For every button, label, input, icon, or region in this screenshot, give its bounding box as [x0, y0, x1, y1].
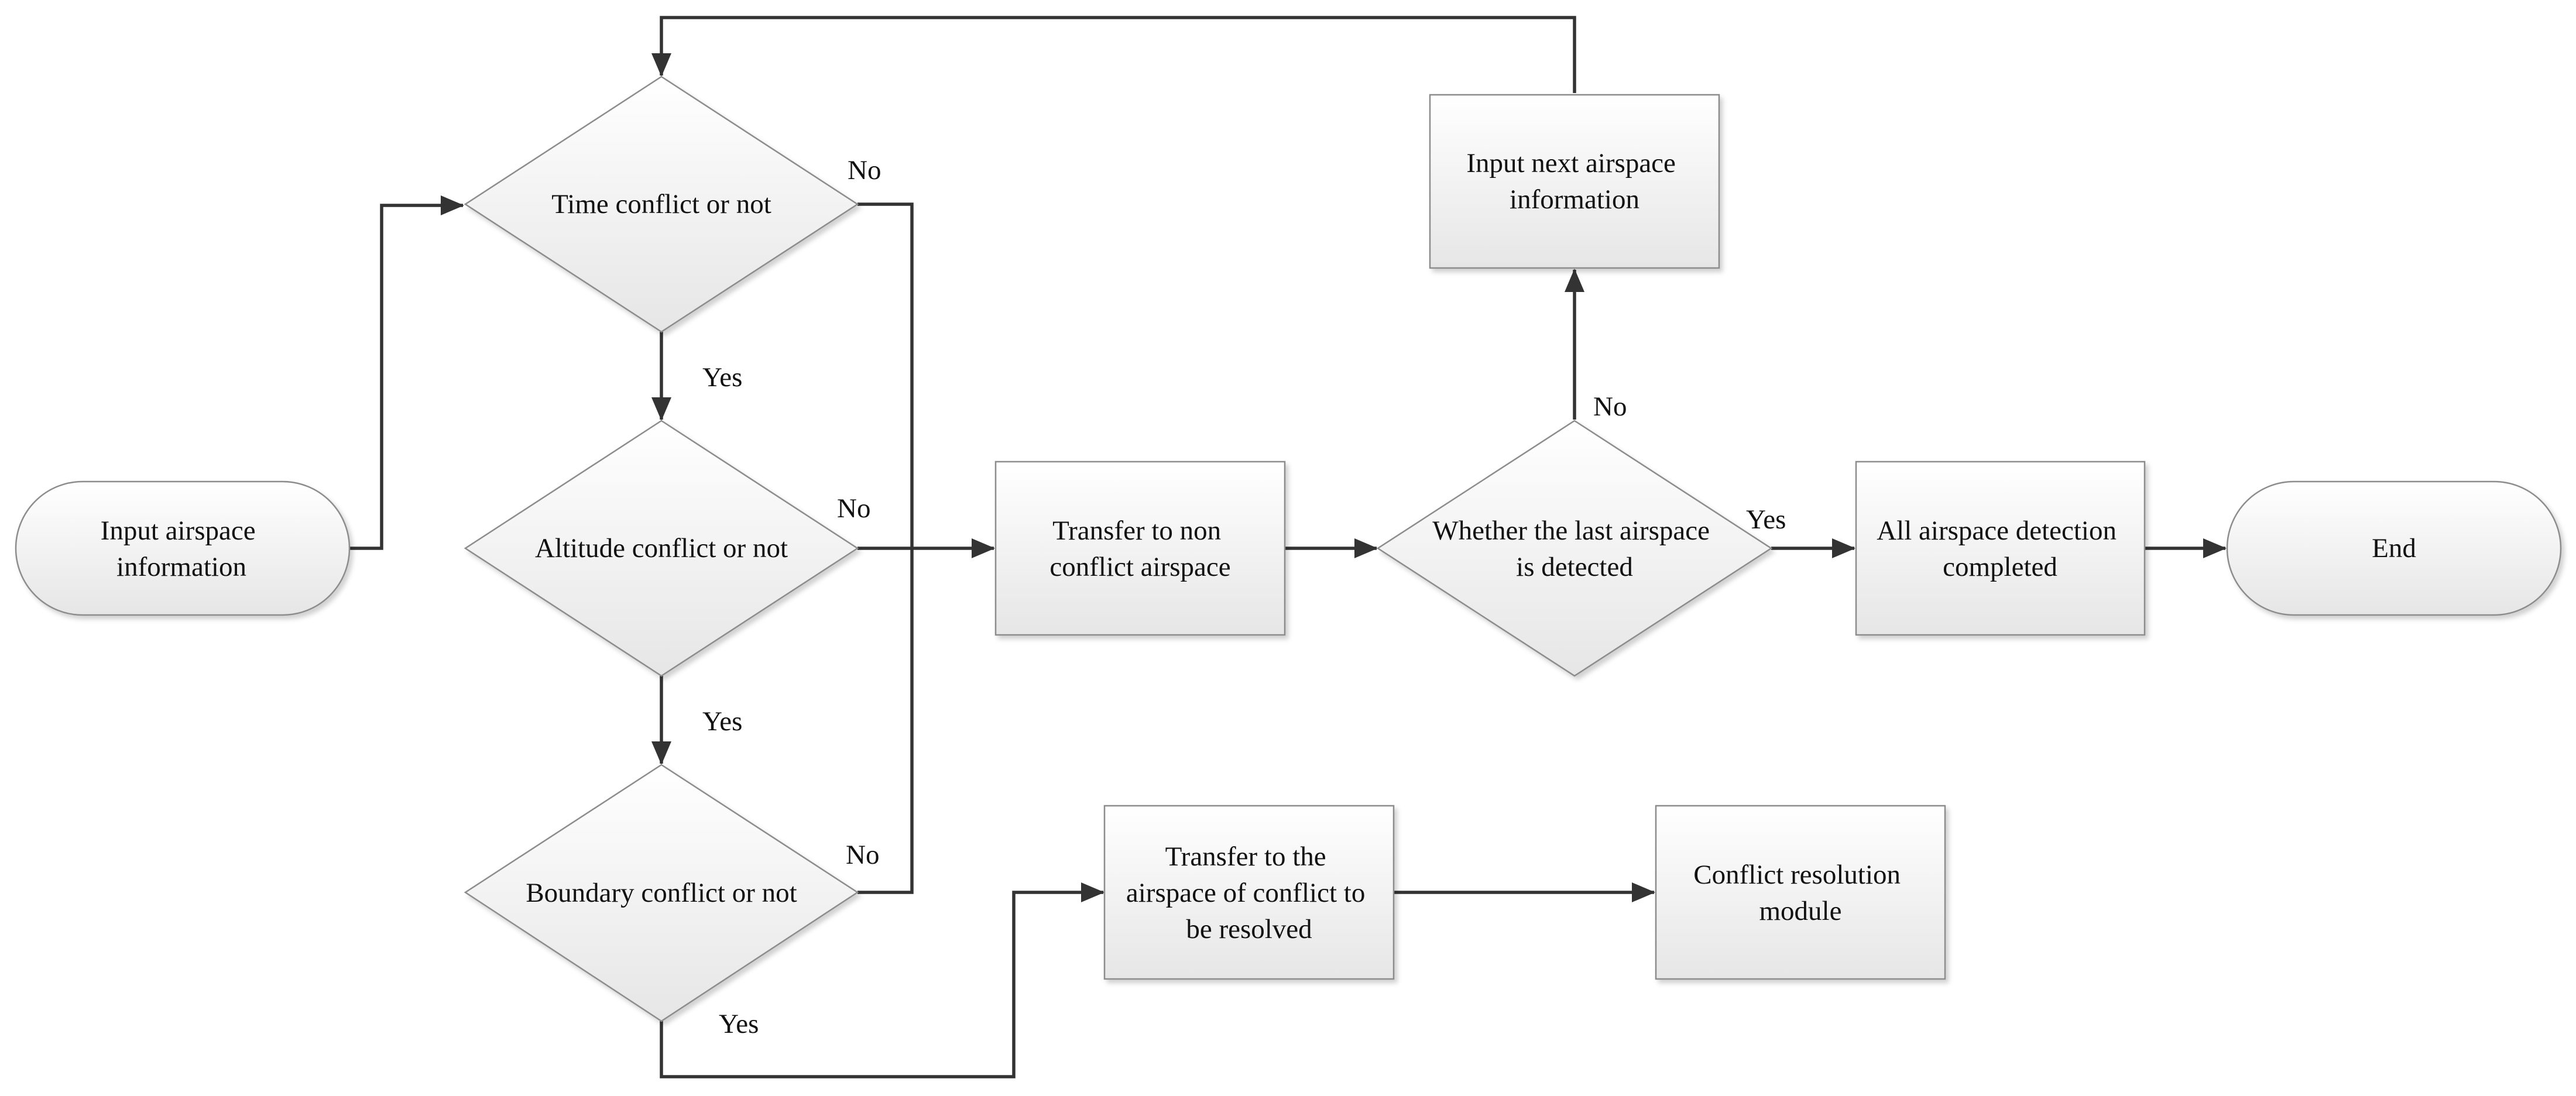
boundary-conflict-decision: Boundary conflict or not	[464, 764, 859, 1022]
next-airspace-line-1: Input next airspace	[1466, 148, 1676, 178]
resolution-module-box: Conflict resolution module	[1655, 805, 1946, 980]
all-completed-line-1: All airspace detection	[1877, 516, 2117, 546]
start-node: Input airspace information	[15, 480, 351, 616]
svg-text:Input next airspace in: Input next airspace information	[1466, 148, 1682, 215]
last-airspace-decision: Whether the last airspace is detected	[1376, 420, 1773, 677]
transfer-non-conflict-box: Transfer to non conflict airspace	[994, 461, 1286, 636]
time-conflict-label: Time conflict or not	[551, 189, 771, 219]
edge-start-to-time	[349, 195, 464, 550]
svg-text:Transfer to non confli: Transfer to non conflict airspace	[1049, 516, 1230, 582]
svg-text:Conflict resolution mo: Conflict resolution module	[1693, 860, 1908, 926]
all-completed-box: All airspace detection completed	[1855, 461, 2146, 636]
end-node-label: End	[2372, 533, 2416, 564]
transfer-conflict-line-2: airspace of conflict to	[1126, 878, 1365, 908]
altitude-conflict-decision: Altitude conflict or not	[464, 420, 859, 677]
transfer-conflict-line-3: be resolved	[1186, 914, 1312, 944]
transfer-non-conflict-line-2: conflict airspace	[1049, 552, 1230, 582]
all-completed-line-2: completed	[1943, 552, 2057, 582]
time-no-label: No	[848, 155, 881, 185]
edges	[349, 16, 2227, 1078]
altitude-no-label: No	[837, 493, 870, 524]
boundary-no-label: No	[846, 840, 879, 870]
transfer-conflict-line-1: Transfer to the	[1165, 841, 1326, 872]
last-airspace-line-2: is detected	[1516, 552, 1633, 582]
next-airspace-box: Input next airspace information	[1429, 94, 1720, 269]
start-node-line-2: information	[116, 552, 246, 582]
transfer-conflict-box: Transfer to the airspace of conflict to …	[1103, 805, 1395, 980]
edge-boundary-yes-to-transfer	[660, 882, 1105, 1078]
svg-text:Altitude conflict or not: Altitude conflict or not	[535, 533, 788, 564]
end-node: End	[2226, 480, 2562, 616]
time-yes-label: Yes	[702, 362, 742, 393]
svg-text:End: End	[2372, 533, 2416, 564]
edge-next-loop-to-time	[651, 16, 1576, 93]
boundary-conflict-label: Boundary conflict or not	[526, 878, 797, 908]
transfer-non-conflict-line-1: Transfer to non	[1052, 516, 1221, 546]
svg-text:Input airspace informa: Input airspace information	[101, 516, 263, 582]
svg-text:Boundary conflict or not: Boundary conflict or not	[526, 878, 797, 908]
resolution-module-line-2: module	[1759, 896, 1842, 926]
time-conflict-decision: Time conflict or not	[464, 75, 859, 333]
edge-labels: No Yes No Yes No Yes No Yes	[702, 155, 1786, 1039]
resolution-module-line-1: Conflict resolution	[1693, 860, 1901, 890]
last-yes-label: Yes	[1746, 504, 1786, 535]
last-no-label: No	[1593, 391, 1627, 422]
start-node-line-1: Input airspace	[101, 516, 256, 546]
svg-text:Transfer to the airspa: Transfer to the airspace of conflict to …	[1126, 841, 1372, 944]
svg-text:Time conflict or not: Time conflict or not	[551, 189, 771, 219]
svg-text:Whether the last airspace: Whether the last airspace is detected	[1432, 516, 1716, 582]
last-airspace-line-1: Whether the last airspace	[1432, 516, 1710, 546]
altitude-conflict-label: Altitude conflict or not	[535, 533, 788, 564]
boundary-yes-label: Yes	[719, 1009, 759, 1039]
next-airspace-line-2: information	[1510, 184, 1639, 215]
altitude-yes-label: Yes	[702, 706, 742, 737]
nodes: Input airspace information Time conflict…	[15, 75, 2562, 1022]
svg-text:All airspace detection: All airspace detection completed	[1877, 516, 2124, 582]
